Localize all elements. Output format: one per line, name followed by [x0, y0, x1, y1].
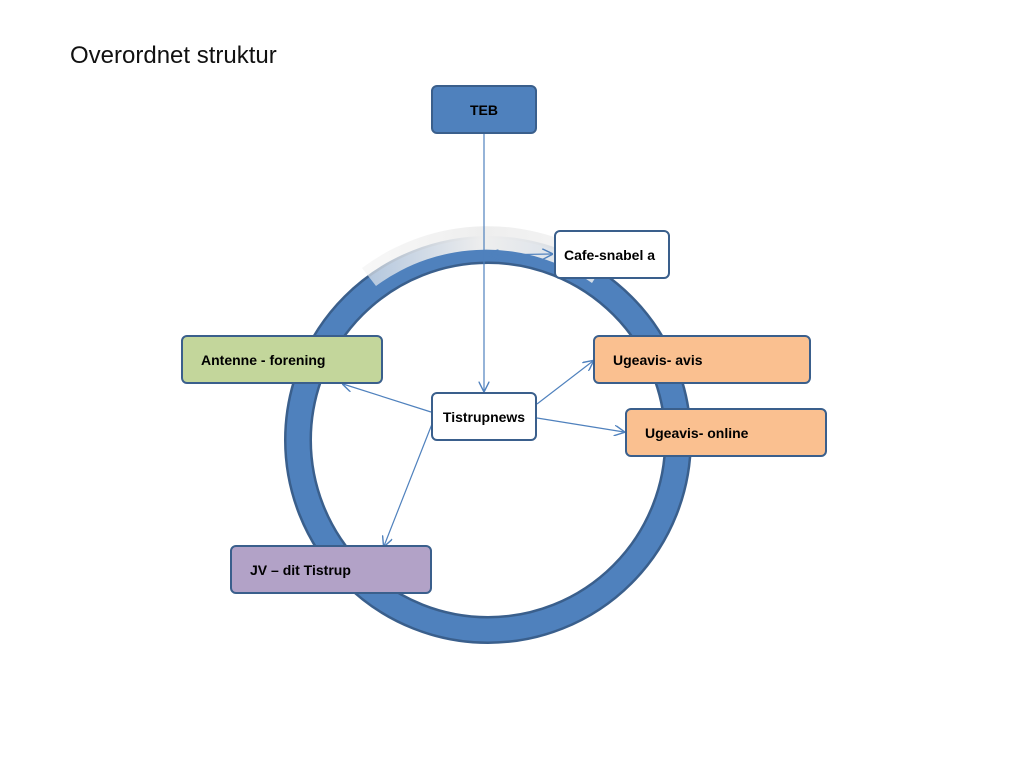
- connectors: [343, 134, 624, 546]
- slide-title: Overordnet struktur: [70, 42, 277, 69]
- arrow-to-ugeavis-avis: [536, 361, 593, 405]
- arrow-to-jv: [384, 423, 433, 546]
- node-cafe-snabel: Cafe-snabel a: [554, 230, 670, 279]
- node-tistrupnews: Tistrupnews: [431, 392, 537, 441]
- ring-gap-highlight: [362, 226, 605, 286]
- arrow-to-antenne: [343, 384, 432, 413]
- node-antenne-forening: Antenne - forening: [181, 335, 383, 384]
- node-ugeavis-online: Ugeavis- online: [625, 408, 827, 457]
- arrow-cafe-bidirectional: [489, 254, 552, 255]
- node-jv-dit-tistrup: JV – dit Tistrup: [230, 545, 432, 594]
- node-ugeavis-avis: Ugeavis- avis: [593, 335, 811, 384]
- node-teb: TEB: [431, 85, 537, 134]
- arrow-to-ugeavis-online: [536, 417, 624, 432]
